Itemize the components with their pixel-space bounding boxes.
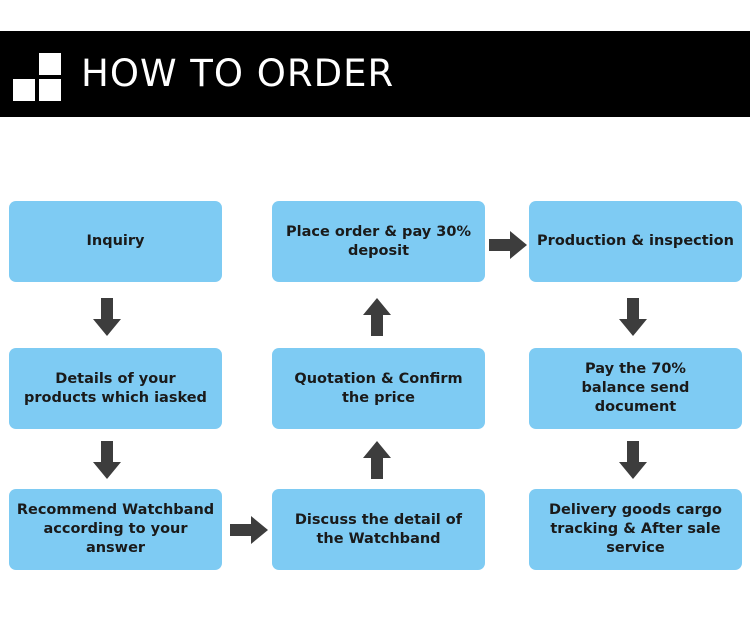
step-delivery: Delivery goods cargo tracking & After sa… — [529, 489, 742, 570]
arrow-down-icon — [93, 441, 121, 479]
arrow-right-icon — [230, 516, 268, 544]
step-recommend: Recommend Watchband according to your an… — [9, 489, 222, 570]
step-inquiry: Inquiry — [9, 201, 222, 282]
page-title: HOW TO ORDER — [81, 52, 395, 95]
arrow-down-icon — [93, 298, 121, 336]
step-quotation: Quotation & Confirm the price — [272, 348, 485, 429]
step-details: Details of your products which iasked — [9, 348, 222, 429]
step-place-order: Place order & pay 30% deposit — [272, 201, 485, 282]
squares-logo-icon — [13, 53, 61, 101]
header-banner: HOW TO ORDER — [0, 31, 750, 117]
arrow-up-icon — [363, 441, 391, 479]
arrow-down-icon — [619, 441, 647, 479]
step-production: Production & inspection — [529, 201, 742, 282]
arrow-right-icon — [489, 231, 527, 259]
step-discuss: Discuss the detail of the Watchband — [272, 489, 485, 570]
step-pay-balance: Pay the 70% balance send document — [529, 348, 742, 429]
arrow-up-icon — [363, 298, 391, 336]
arrow-down-icon — [619, 298, 647, 336]
